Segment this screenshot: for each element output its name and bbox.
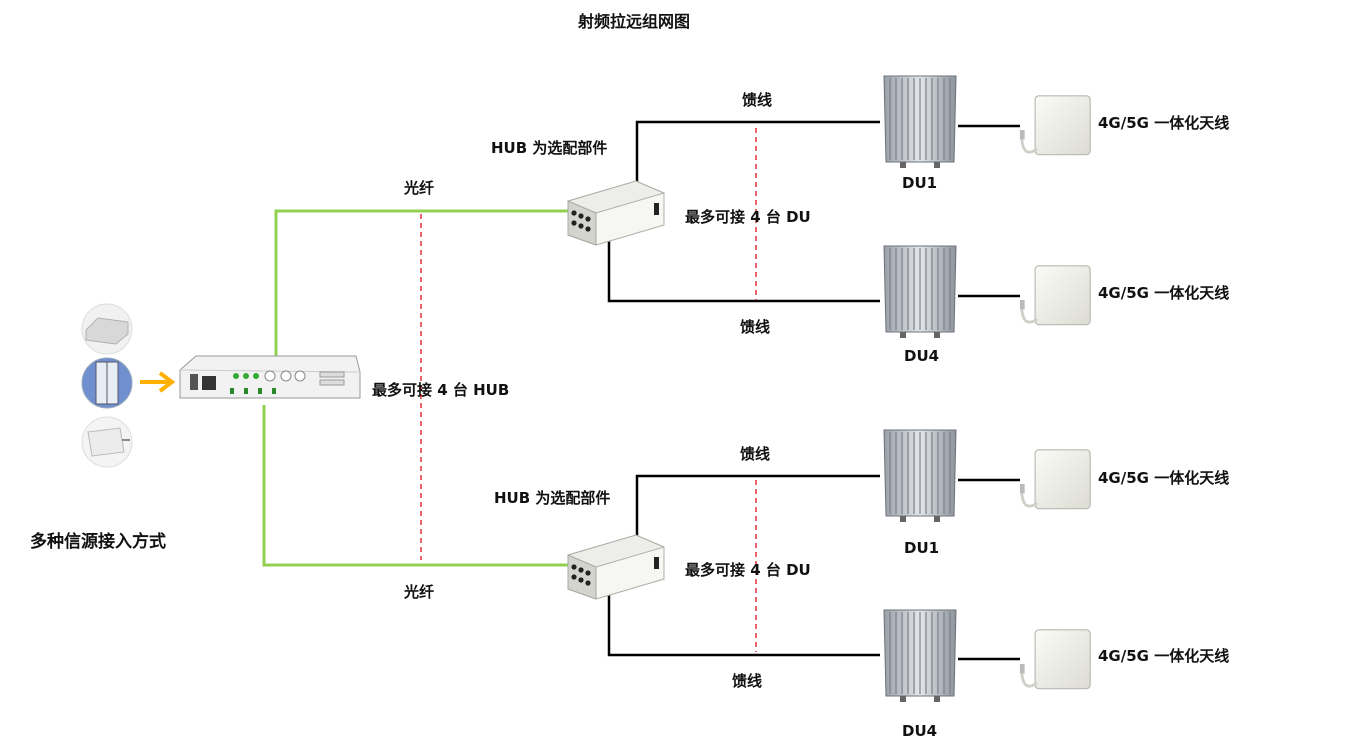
- du1-label: DU1: [902, 174, 938, 192]
- antenna-panel-icon: [1018, 448, 1092, 511]
- max-du-label: 最多可接 4 台 DU: [685, 208, 811, 226]
- hub-optional-label: HUB 为选配部件: [494, 489, 611, 507]
- antenna-label: 4G/5G 一体化天线: [1098, 469, 1230, 487]
- du-unit-icon: [883, 75, 957, 169]
- du-unit-icon: [883, 609, 957, 703]
- hub-optional-label: HUB 为选配部件: [491, 139, 608, 157]
- feeder-label: 馈线: [742, 91, 773, 109]
- max-du-label: 最多可接 4 台 DU: [685, 561, 811, 579]
- diagram-title: 射频拉远组网图: [578, 12, 691, 31]
- du4-label: DU4: [904, 347, 940, 365]
- max-hub-label: 最多可接 4 台 HUB: [372, 381, 510, 399]
- antenna-panel-icon: [1018, 628, 1092, 691]
- du4-label: DU4: [902, 722, 938, 740]
- fiber-line-bottom: [262, 405, 570, 567]
- antenna-label: 4G/5G 一体化天线: [1098, 647, 1230, 665]
- antenna-label: 4G/5G 一体化天线: [1098, 114, 1230, 132]
- feeder-label: 馈线: [732, 672, 763, 690]
- input-arrow-icon: [140, 371, 176, 393]
- fiber-label: 光纤: [404, 583, 435, 601]
- feeder-label: 馈线: [740, 318, 771, 336]
- hub-box-icon: [567, 180, 665, 246]
- feeder-line-hub2-du1: [635, 474, 880, 537]
- du-unit-icon: [883, 429, 957, 523]
- antenna-panel-icon: [1018, 264, 1092, 327]
- feeder-line-hub2-du4: [607, 594, 880, 657]
- antenna-label: 4G/5G 一体化天线: [1098, 284, 1230, 302]
- du-unit-icon: [883, 245, 957, 339]
- fiber-label: 光纤: [404, 179, 435, 197]
- tower-icon: [81, 357, 133, 409]
- feeder-line-hub1-du1: [635, 120, 880, 183]
- hub-box-icon: [567, 534, 665, 600]
- antenna-panel-icon: [1018, 94, 1092, 157]
- feeder-line-hub1-du4: [607, 240, 880, 303]
- source-label: 多种信源接入方式: [30, 532, 166, 552]
- feeder-label: 馈线: [740, 445, 771, 463]
- du1-label: DU1: [904, 539, 940, 557]
- panel-antenna-icon: [81, 416, 133, 468]
- fiber-line-top: [274, 209, 570, 356]
- ceiling-antenna-icon: [81, 303, 133, 355]
- main-unit-icon: [179, 355, 361, 399]
